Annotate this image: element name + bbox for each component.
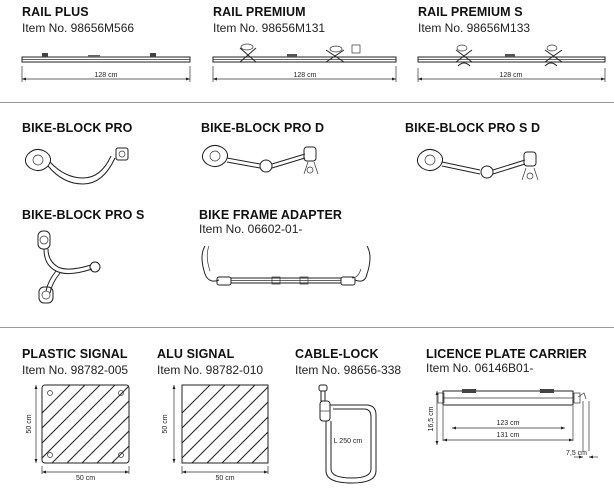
licence-plate-carrier-item-number: Item No. 06146B01-: [426, 361, 534, 375]
plastic-signal-width-label: 50 cm: [76, 475, 95, 482]
bike-frame-adapter-item-number: Item No. 06602-01-: [199, 222, 303, 236]
bike-block-pro-s-drawing: [37, 230, 101, 304]
bike-block-pro-title: BIKE-BLOCK PRO: [22, 121, 133, 135]
cable-lock-length-label: L 250 cm: [334, 438, 363, 445]
rail-premium-s-drawing: 128 cm: [417, 44, 606, 82]
rail-plus-drawing: [21, 53, 191, 82]
licence-plate-carrier-height-label: 16,5 cm: [428, 406, 435, 431]
rail-premium-s-item-number: Item No. 98656M133: [418, 21, 531, 35]
bike-frame-adapter-drawing: [201, 245, 371, 286]
alu-signal-item-number: Item No. 98782-010: [157, 363, 264, 377]
bike-block-pro-s-d-drawing: [416, 148, 539, 181]
bike-block-pro-drawing: [24, 147, 129, 185]
rail-plus-dimension: 128 cm: [95, 72, 118, 79]
rail-plus-title: RAIL PLUS: [22, 5, 89, 19]
cable-lock-title: CABLE-LOCK: [295, 347, 379, 361]
cable-lock-drawing: L 250 cm: [318, 384, 377, 484]
alu-signal-width-label: 50 cm: [215, 475, 234, 482]
separator-2: [0, 327, 614, 328]
licence-plate-carrier-inner-width-label: 123 cm: [497, 420, 520, 427]
bike-block-pro-s-title: BIKE-BLOCK PRO S: [22, 208, 145, 222]
rail-premium-s-length-label: 128 cm: [500, 72, 523, 79]
rail-plus-item-number: Item No. 98656M566: [22, 21, 135, 35]
separator-1: [0, 102, 614, 103]
rail-premium-s-title: RAIL PREMIUM S: [418, 5, 523, 19]
bike-block-pro-s-d-title: BIKE-BLOCK PRO S D: [405, 121, 541, 135]
bike-block-pro-d-drawing: [201, 144, 319, 175]
rail-premium-length-label: 128 cm: [294, 72, 317, 79]
bike-frame-adapter-title: BIKE FRAME ADAPTER: [199, 208, 343, 222]
plastic-signal-drawing: 50 cm 50 cm: [26, 384, 130, 482]
alu-signal-drawing: 50 cm 50 cm: [162, 384, 269, 482]
rail-premium-drawing: 128 cm: [212, 43, 397, 82]
rail-plus-length-label: 128 cm: [95, 72, 118, 79]
plastic-signal-title: PLASTIC SIGNAL: [22, 347, 128, 361]
alu-signal-height-label: 50 cm: [162, 414, 169, 433]
bike-block-pro-d-title: BIKE-BLOCK PRO D: [201, 121, 325, 135]
licence-plate-carrier-drawing: 16,5 cm 123 cm 131 cm 7,5 cm: [428, 389, 598, 459]
cable-lock-item-number: Item No. 98656-338: [295, 363, 402, 377]
licence-plate-carrier-outer-width-label: 131 cm: [497, 432, 520, 439]
rail-premium-title: RAIL PREMIUM: [213, 5, 306, 19]
rail-premium-item-number: Item No. 98656M131: [213, 21, 326, 35]
plastic-signal-height-label: 50 cm: [26, 414, 33, 433]
plastic-signal-item-number: Item No. 98782-005: [22, 363, 129, 377]
licence-plate-carrier-title: LICENCE PLATE CARRIER: [426, 347, 587, 361]
alu-signal-title: ALU SIGNAL: [157, 347, 235, 361]
licence-plate-carrier-depth-label: 7,5 cm: [566, 450, 587, 457]
